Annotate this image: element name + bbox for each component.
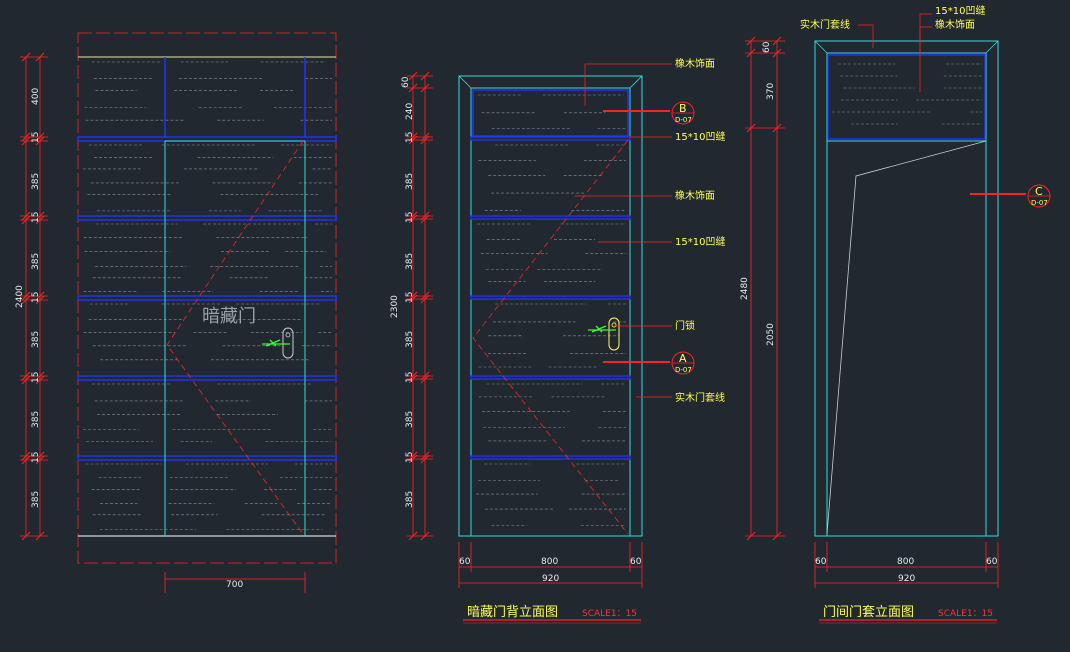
drawing-scale: SCALE1：15 <box>938 609 993 619</box>
groove-b5 <box>470 455 631 460</box>
callout-door-casing: 实木门套线 <box>800 18 850 31</box>
groove-1 <box>77 136 337 142</box>
svg-text:D-07: D-07 <box>675 366 692 374</box>
dim-seg-8: 15 <box>31 372 41 383</box>
callout-oak-veneer-2: 橡木饰面 <box>675 189 715 202</box>
drawing-concealed-door-front: 暗藏门 2400 400 15 385 15 385 15 385 15 385… <box>15 32 337 593</box>
drawing-concealed-door-back: B D-07 A D-07 橡木饰面 15*10凹缝 橡木饰面 15*10凹缝 … <box>390 57 725 624</box>
section-marker-c: C D-07 <box>970 184 1051 208</box>
svg-text:60: 60 <box>630 557 642 567</box>
section-marker-a: A D-07 <box>603 351 695 375</box>
callouts: 实木门套线 15*10凹缝 橡木饰面 <box>800 4 985 92</box>
svg-text:D-07: D-07 <box>1031 199 1048 207</box>
callout-door-lock: 门锁 <box>675 319 695 332</box>
svg-text:370: 370 <box>766 83 776 100</box>
svg-text:D-07: D-07 <box>675 116 692 124</box>
door-lock-icon <box>262 327 294 359</box>
dim-seg-7: 385 <box>31 331 41 348</box>
svg-text:60: 60 <box>401 76 411 88</box>
svg-text:C: C <box>1035 185 1043 198</box>
svg-text:800: 800 <box>541 557 558 567</box>
groove-b4 <box>470 375 631 380</box>
frame-outer <box>814 40 999 537</box>
callout-door-casing: 实木门套线 <box>675 391 725 404</box>
door-swing-outline <box>826 140 987 535</box>
svg-text:385: 385 <box>405 491 415 508</box>
drawing-title: 暗藏门背立面图 <box>467 605 558 620</box>
drawing-door-frame-elevation: C D-07 实木门套线 15*10凹缝 橡木饰面 2480 60 370 20… <box>740 4 1051 624</box>
dim-seg-9: 385 <box>31 411 41 428</box>
door-lock-icon <box>588 317 620 351</box>
svg-text:385: 385 <box>405 411 415 428</box>
callout-oak-veneer: 橡木饰面 <box>935 18 975 31</box>
callouts: 橡木饰面 15*10凹缝 橡木饰面 15*10凹缝 门锁 实木门套线 <box>575 57 725 404</box>
svg-text:B: B <box>679 102 687 115</box>
svg-text:2050: 2050 <box>766 323 776 346</box>
dim-seg-10: 15 <box>31 452 41 463</box>
dim-seg-11: 385 <box>31 491 41 508</box>
top-panel <box>472 89 629 137</box>
door-swing-lines <box>472 139 629 535</box>
dim-seg-1: 400 <box>31 88 41 105</box>
svg-text:240: 240 <box>405 103 415 120</box>
total-width-dim: 920 <box>542 574 559 584</box>
callout-groove-1: 15*10凹缝 <box>675 130 725 143</box>
groove-2 <box>77 215 337 221</box>
svg-text:60: 60 <box>459 557 471 567</box>
total-height-dim: 2480 <box>740 277 750 300</box>
groove-b1 <box>470 136 631 141</box>
callout-oak-veneer-1: 橡木饰面 <box>675 57 715 70</box>
drawing-title: 门间门套立面图 <box>823 604 914 620</box>
total-height-dim: 2400 <box>15 285 25 308</box>
svg-text:A: A <box>679 352 687 365</box>
svg-text:15: 15 <box>405 132 415 143</box>
dim-seg-6: 15 <box>31 292 41 303</box>
callout-groove-2: 15*10凹缝 <box>675 235 725 248</box>
svg-text:15: 15 <box>405 212 415 223</box>
groove-3 <box>77 295 337 301</box>
total-width-dim: 920 <box>898 574 915 584</box>
groove-b3 <box>470 295 631 300</box>
section-marker-b: B D-07 <box>603 101 695 125</box>
dim-seg-3: 385 <box>31 173 41 190</box>
top-panel <box>827 54 986 140</box>
wood-grain-hatch <box>82 61 982 530</box>
svg-text:800: 800 <box>897 557 914 567</box>
dim-seg-4: 15 <box>31 212 41 223</box>
door-width-dim: 700 <box>226 580 243 590</box>
svg-text:385: 385 <box>405 331 415 348</box>
wall-panel-outline <box>77 32 337 564</box>
callout-groove: 15*10凹缝 <box>935 4 985 17</box>
total-height-dim: 2300 <box>390 295 400 318</box>
drawing-scale: SCALE1：15 <box>582 609 637 619</box>
door-frame-inner <box>470 87 631 537</box>
svg-text:385: 385 <box>405 253 415 270</box>
groove-5 <box>77 455 337 461</box>
svg-text:60: 60 <box>986 557 998 567</box>
svg-text:385: 385 <box>405 173 415 190</box>
svg-text:15: 15 <box>405 292 415 303</box>
svg-text:60: 60 <box>815 557 827 567</box>
svg-text:15: 15 <box>405 452 415 463</box>
svg-text:15: 15 <box>405 372 415 383</box>
dim-seg-5: 385 <box>31 253 41 270</box>
groove-4 <box>77 375 337 381</box>
frame-inner <box>826 52 987 537</box>
groove-b2 <box>470 215 631 220</box>
door-swing-lines <box>166 140 304 535</box>
concealed-door-label: 暗藏门 <box>202 306 256 327</box>
svg-text:60: 60 <box>762 41 772 53</box>
dim-seg-2: 15 <box>31 132 41 143</box>
